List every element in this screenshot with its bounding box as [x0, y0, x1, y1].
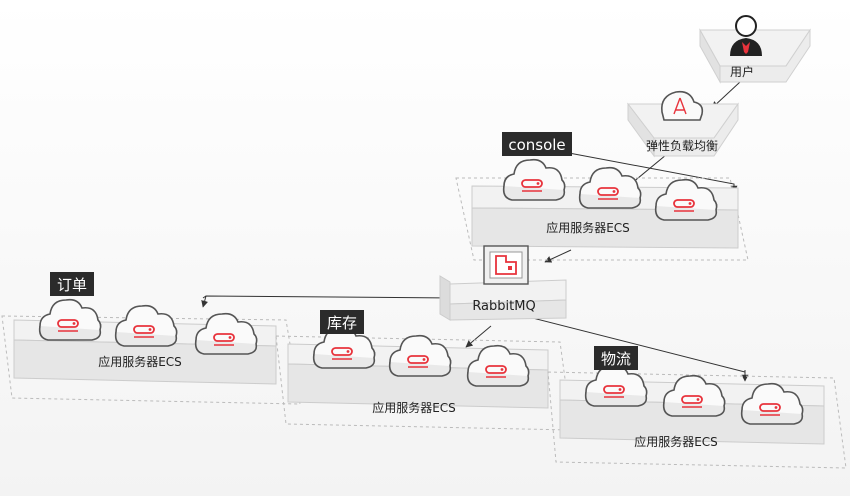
- cloud-server-icon: [388, 334, 452, 377]
- user-label: 用户: [730, 64, 754, 79]
- logistics-tag-text: 物流: [601, 350, 631, 368]
- group-console: 应用服务器ECS console: [455, 132, 749, 261]
- elb-node: 弹性负载均衡: [626, 90, 739, 158]
- logistics-tag: [594, 346, 638, 370]
- rabbitmq-label: RabbitMQ: [472, 299, 535, 314]
- order-tag-text: 订单: [57, 276, 87, 294]
- user-icon: [730, 15, 762, 56]
- user-node: 用户: [699, 15, 811, 84]
- cloud-server-icon: [578, 166, 642, 209]
- cloud-server-icon: [114, 304, 178, 347]
- connector-order-drop: [201, 295, 209, 308]
- cloud-server-icon: [654, 178, 718, 221]
- console-tag: [502, 132, 572, 156]
- connector-console-to-rabbitmq: [544, 249, 572, 263]
- group-order: 应用服务器ECS 订单: [1, 272, 301, 405]
- cloud-server-icon: [584, 364, 648, 407]
- group-logistics: 应用服务器ECS 物流: [547, 346, 847, 469]
- console-tag-text: console: [508, 136, 565, 154]
- cloud-server-icon: [194, 312, 258, 355]
- order-platform-label: 应用服务器ECS: [98, 354, 182, 369]
- cloud-server-icon: [38, 298, 102, 341]
- cloud-server-icon: [662, 374, 726, 417]
- group-inventory: 应用服务器ECS 库存: [275, 310, 573, 431]
- inventory-tag: [320, 310, 364, 334]
- message-queue-icon: [483, 245, 529, 285]
- inventory-platform-label: 应用服务器ECS: [372, 400, 456, 415]
- connector-mq-to-inventory: [465, 325, 492, 348]
- load-balancer-icon: [660, 90, 704, 121]
- logistics-platform-label: 应用服务器ECS: [634, 434, 718, 449]
- cloud-server-icon: [502, 158, 566, 201]
- inventory-tag-text: 库存: [327, 314, 357, 332]
- order-tag: [50, 272, 94, 296]
- console-platform-label: 应用服务器ECS: [546, 220, 630, 235]
- rabbitmq-node: RabbitMQ: [439, 245, 567, 321]
- elb-label: 弹性负载均衡: [646, 139, 718, 153]
